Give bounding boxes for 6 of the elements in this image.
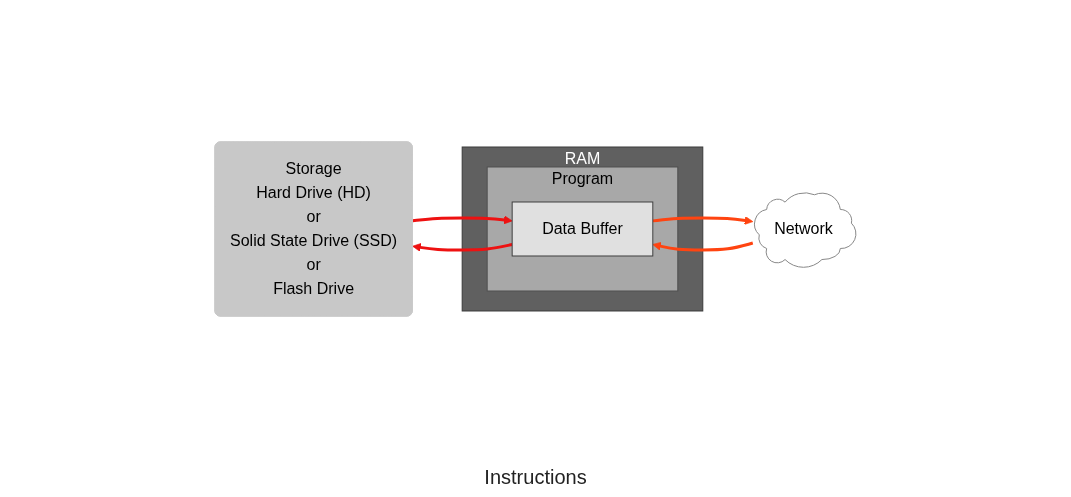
arrow [412,242,513,252]
node-box: Data Buffer [511,201,654,256]
label-text: Instructions [484,465,587,489]
arrow [652,215,754,225]
arrow [652,241,754,251]
arrow [412,215,513,224]
